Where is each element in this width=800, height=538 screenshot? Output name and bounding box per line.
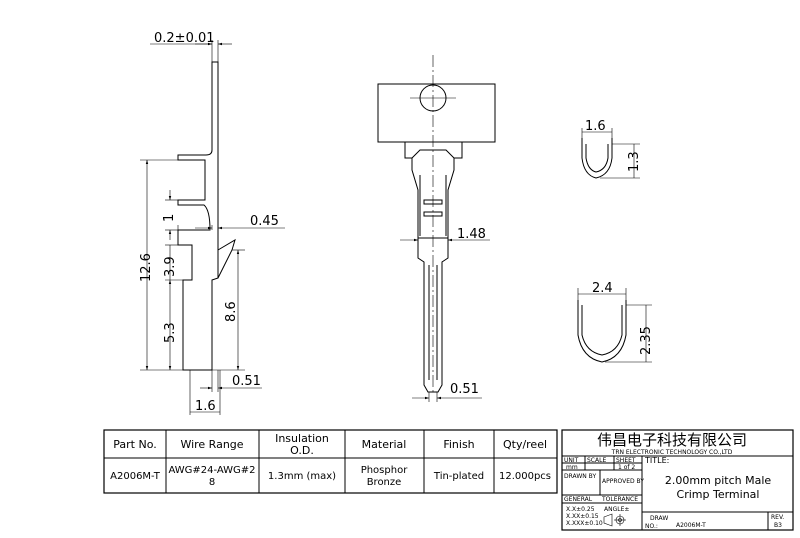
side-view: 0.2±0.01 12.6 1 0.45 3.9 5.3 [139,31,285,415]
section-top: 1.6 1.3 [581,119,642,179]
section-bottom: 2.4 2.35 [577,281,654,363]
lbl-no: NO.: [645,523,658,530]
lbl-approved-by: APPROVED BY [602,478,644,485]
dim-section-2-4: 2.4 [592,281,613,296]
lbl-rev: REV. [771,514,784,521]
cell-wire-range-1: AWG#24-AWG#2 [168,465,255,476]
val-rev: B3 [774,522,782,529]
dim-0-51-front: 0.51 [450,382,479,397]
lbl-draw: DRAW [650,515,668,522]
lbl-scale: SCALE [587,457,606,464]
hdr-od: O.D. [290,444,314,457]
drawing-title-1: 2.00mm pitch Male [665,474,772,487]
val-unit: mm [566,464,578,471]
dim-0-51-side: 0.51 [232,374,261,389]
dim-1-6-side: 1.6 [195,399,216,414]
front-view: 1.48 0.51 [377,55,496,402]
spec-table: Part No. Wire Range Insulation O.D. Mate… [103,429,558,494]
dim-section-2-35: 2.35 [639,326,654,355]
dim-3-9: 3.9 [163,256,178,277]
lbl-tolerance: TOLERANCE [601,496,638,503]
lbl-sheet: SHEET [616,457,636,464]
tol-1: X.X±0.25 [566,506,595,513]
val-sheet: 1 of 2 [618,464,635,471]
side-lance [217,238,236,279]
cell-part-no: A2006M-T [110,471,161,482]
dim-12-6: 12.6 [139,253,154,282]
front-crimp-wings [404,142,463,239]
tol-3: X.XXX±0.10 [566,520,603,527]
company-name-en: TRN ELECTRONIC TECHNOLOGY CO.,LTD [611,449,733,456]
dim-section-1-3: 1.3 [627,151,642,172]
cell-qty: 12.000pcs [499,471,551,482]
tol-2: X.XX±0.15 [566,513,599,520]
dim-5-3: 5.3 [163,322,178,343]
front-inner-wall [419,175,447,236]
drawing-title-2: Crimp Terminal [677,488,760,501]
hdr-wire-range: Wire Range [180,438,243,451]
lbl-unit: UNIT [564,457,579,464]
hdr-insulation: Insulation [275,432,329,445]
dim-1-48: 1.48 [457,227,486,242]
lbl-general: GENERAL [564,496,593,503]
lbl-title: TITLE: [644,456,669,465]
front-wing-top [411,149,455,159]
section-bottom-outline [577,300,627,363]
val-draw-no: A2006M-T [676,522,706,529]
section-top-outline [581,138,613,179]
hdr-material: Material [362,438,407,451]
dim-1: 1 [162,214,177,222]
hdr-finish: Finish [443,438,474,451]
company-name-cn: 伟昌电子科技有限公司 [597,431,747,449]
lbl-angle: ANGLE± [604,506,629,513]
dim-thickness: 0.2±0.01 [154,31,215,46]
hdr-part-no: Part No. [113,438,156,451]
title-block: 伟昌电子科技有限公司 TRN ELECTRONIC TECHNOLOGY CO.… [561,429,794,531]
front-pin [417,238,449,393]
cell-material-2: Bronze [367,477,402,488]
projection-symbol-icon [603,513,626,527]
lbl-drawn-by: DRAWN BY [564,473,596,480]
front-header-block [377,83,496,143]
cell-wire-range-2: 8 [209,477,215,488]
dim-section-1-6: 1.6 [585,119,606,134]
dim-0-45: 0.45 [250,214,279,229]
side-view-outline [177,61,219,371]
cell-finish: Tin-plated [433,471,484,482]
cell-material-1: Phosphor [361,465,409,476]
hdr-qty: Qty/reel [503,438,547,451]
cell-insulation: 1.3mm (max) [268,471,336,482]
dim-8-6: 8.6 [224,301,239,322]
